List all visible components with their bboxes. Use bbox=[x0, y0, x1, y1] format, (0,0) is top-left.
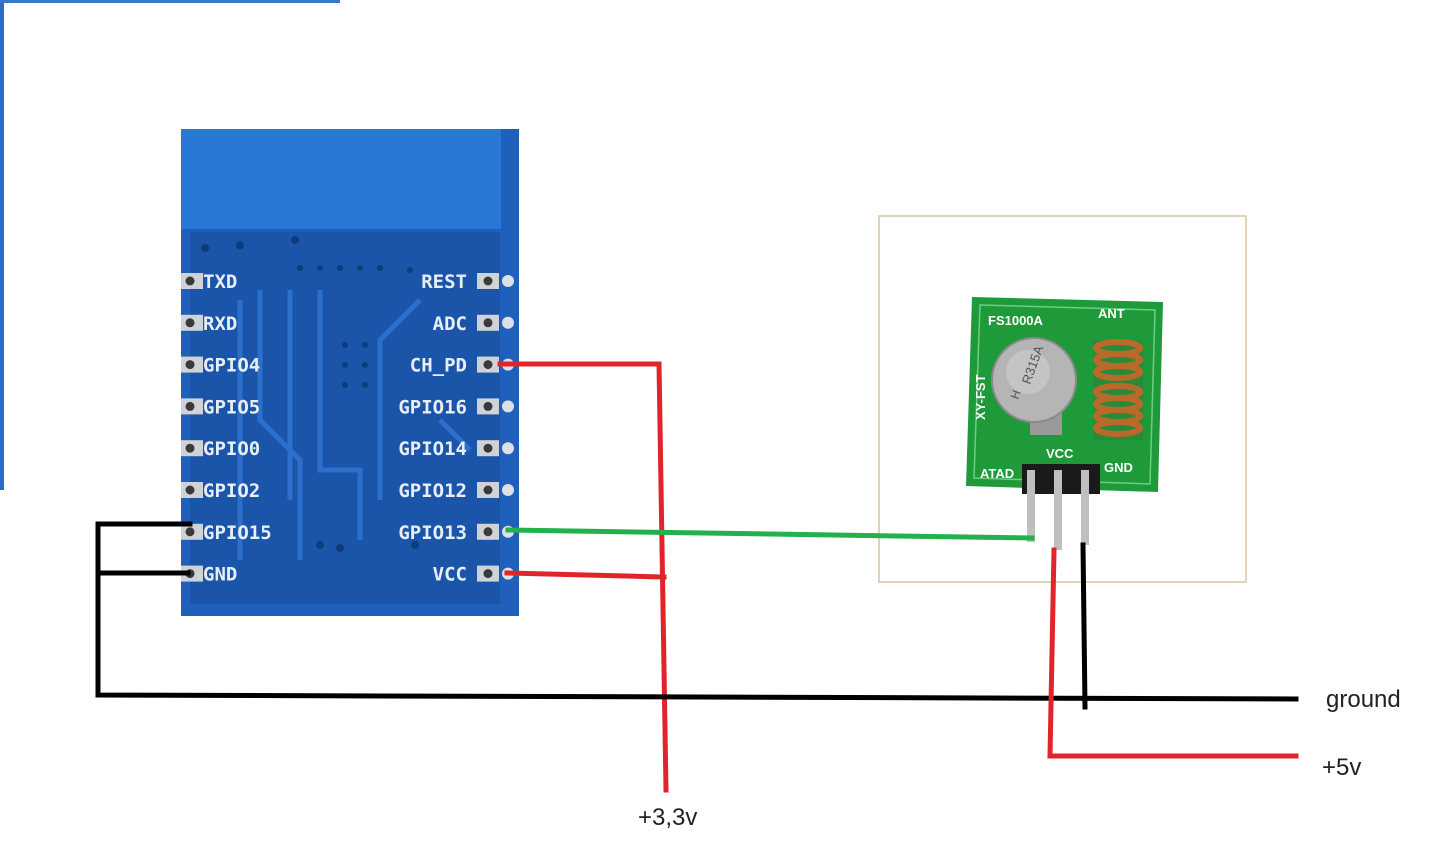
esp-pin-hole bbox=[185, 276, 195, 286]
rf-pin-gnd bbox=[1081, 470, 1089, 545]
plus5v-label: +5v bbox=[1322, 754, 1361, 781]
esp-pin-hole bbox=[483, 485, 493, 495]
esp-pin-label: REST bbox=[421, 271, 467, 293]
esp-pin-hole bbox=[483, 318, 493, 328]
rf-board-outline bbox=[973, 304, 1156, 485]
esp-pin-label: RXD bbox=[203, 313, 237, 335]
esp-pin-hole bbox=[185, 527, 195, 537]
esp-pin-label: GND bbox=[203, 564, 237, 586]
wires bbox=[95, 361, 1299, 793]
wire-gpio13-data bbox=[505, 527, 1035, 541]
pcb-traces bbox=[237, 290, 472, 560]
esp-pin-hole bbox=[185, 485, 195, 495]
esp-pin-label: TXD bbox=[203, 271, 237, 293]
esp-pin-hole bbox=[483, 569, 493, 579]
wire-rf-gnd bbox=[1080, 542, 1088, 710]
wire-ground-bus bbox=[95, 521, 1299, 702]
esp-pin-label: GPIO16 bbox=[398, 396, 467, 418]
ground-label: ground bbox=[1326, 686, 1401, 713]
esp-pin-label: CH_PD bbox=[410, 355, 467, 377]
esp-edge-pad bbox=[502, 484, 514, 496]
wire-ch-pd-3v3 bbox=[497, 361, 669, 793]
esp-edge-pad bbox=[502, 400, 514, 413]
wire-vcc-3v3 bbox=[504, 570, 667, 580]
esp-pin-label: GPIO15 bbox=[203, 522, 272, 544]
esp-edge-pad bbox=[502, 275, 514, 287]
inductor-coil bbox=[1093, 339, 1143, 440]
rf-antenna-label: ANT bbox=[1098, 306, 1125, 321]
esp-pin-hole bbox=[483, 401, 493, 411]
rf-pin-label-gnd: GND bbox=[1104, 460, 1133, 475]
esp-pin-hole bbox=[185, 318, 195, 328]
esp-pin-label: GPIO0 bbox=[203, 438, 260, 460]
rf-module: FS1000A ANT XY-FST R315A H ATAD VCC GND bbox=[966, 297, 1163, 550]
rf-pin-label-atad: ATAD bbox=[980, 466, 1014, 481]
rf-silkscreen-label: XY-FST bbox=[973, 374, 988, 420]
esp-edge-pad bbox=[502, 442, 514, 455]
esp-pin-hole bbox=[185, 443, 195, 453]
crystal-highlight bbox=[1006, 350, 1050, 394]
esp-pin-label: GPIO13 bbox=[398, 522, 467, 544]
esp-pin-hole bbox=[483, 443, 493, 453]
edge-strip bbox=[0, 0, 4, 490]
esp-pin-label: VCC bbox=[433, 564, 467, 586]
plus33v-label: +3,3v bbox=[638, 804, 697, 831]
top-strip bbox=[0, 0, 340, 3]
esp-pin-hole bbox=[483, 360, 493, 370]
rf-pin-vcc bbox=[1054, 470, 1062, 550]
via-dots bbox=[201, 236, 419, 552]
esp-pin-label: GPIO14 bbox=[398, 438, 467, 460]
rf-pin-atad bbox=[1027, 470, 1035, 542]
esp-pin-label: GPIO12 bbox=[398, 480, 467, 502]
esp-pin-label: GPIO5 bbox=[203, 396, 260, 418]
rf-model-label: FS1000A bbox=[988, 313, 1044, 328]
rf-pin-label-vcc: VCC bbox=[1046, 446, 1074, 461]
wire-rf-vcc-5v bbox=[1047, 547, 1299, 759]
esp-pin-hole bbox=[483, 276, 493, 286]
esp-antenna-area bbox=[181, 129, 501, 229]
esp-edge-pad bbox=[502, 316, 514, 329]
esp-pin-label: ADC bbox=[433, 313, 467, 335]
esp-pin-label: GPIO4 bbox=[203, 355, 260, 377]
esp-module bbox=[181, 129, 519, 616]
esp-pin-hole bbox=[185, 401, 195, 411]
esp-pin-hole bbox=[185, 360, 195, 370]
esp-pin-label: GPIO2 bbox=[203, 480, 260, 502]
esp-pin-hole bbox=[483, 527, 493, 537]
rf-photo-frame bbox=[878, 215, 1247, 583]
